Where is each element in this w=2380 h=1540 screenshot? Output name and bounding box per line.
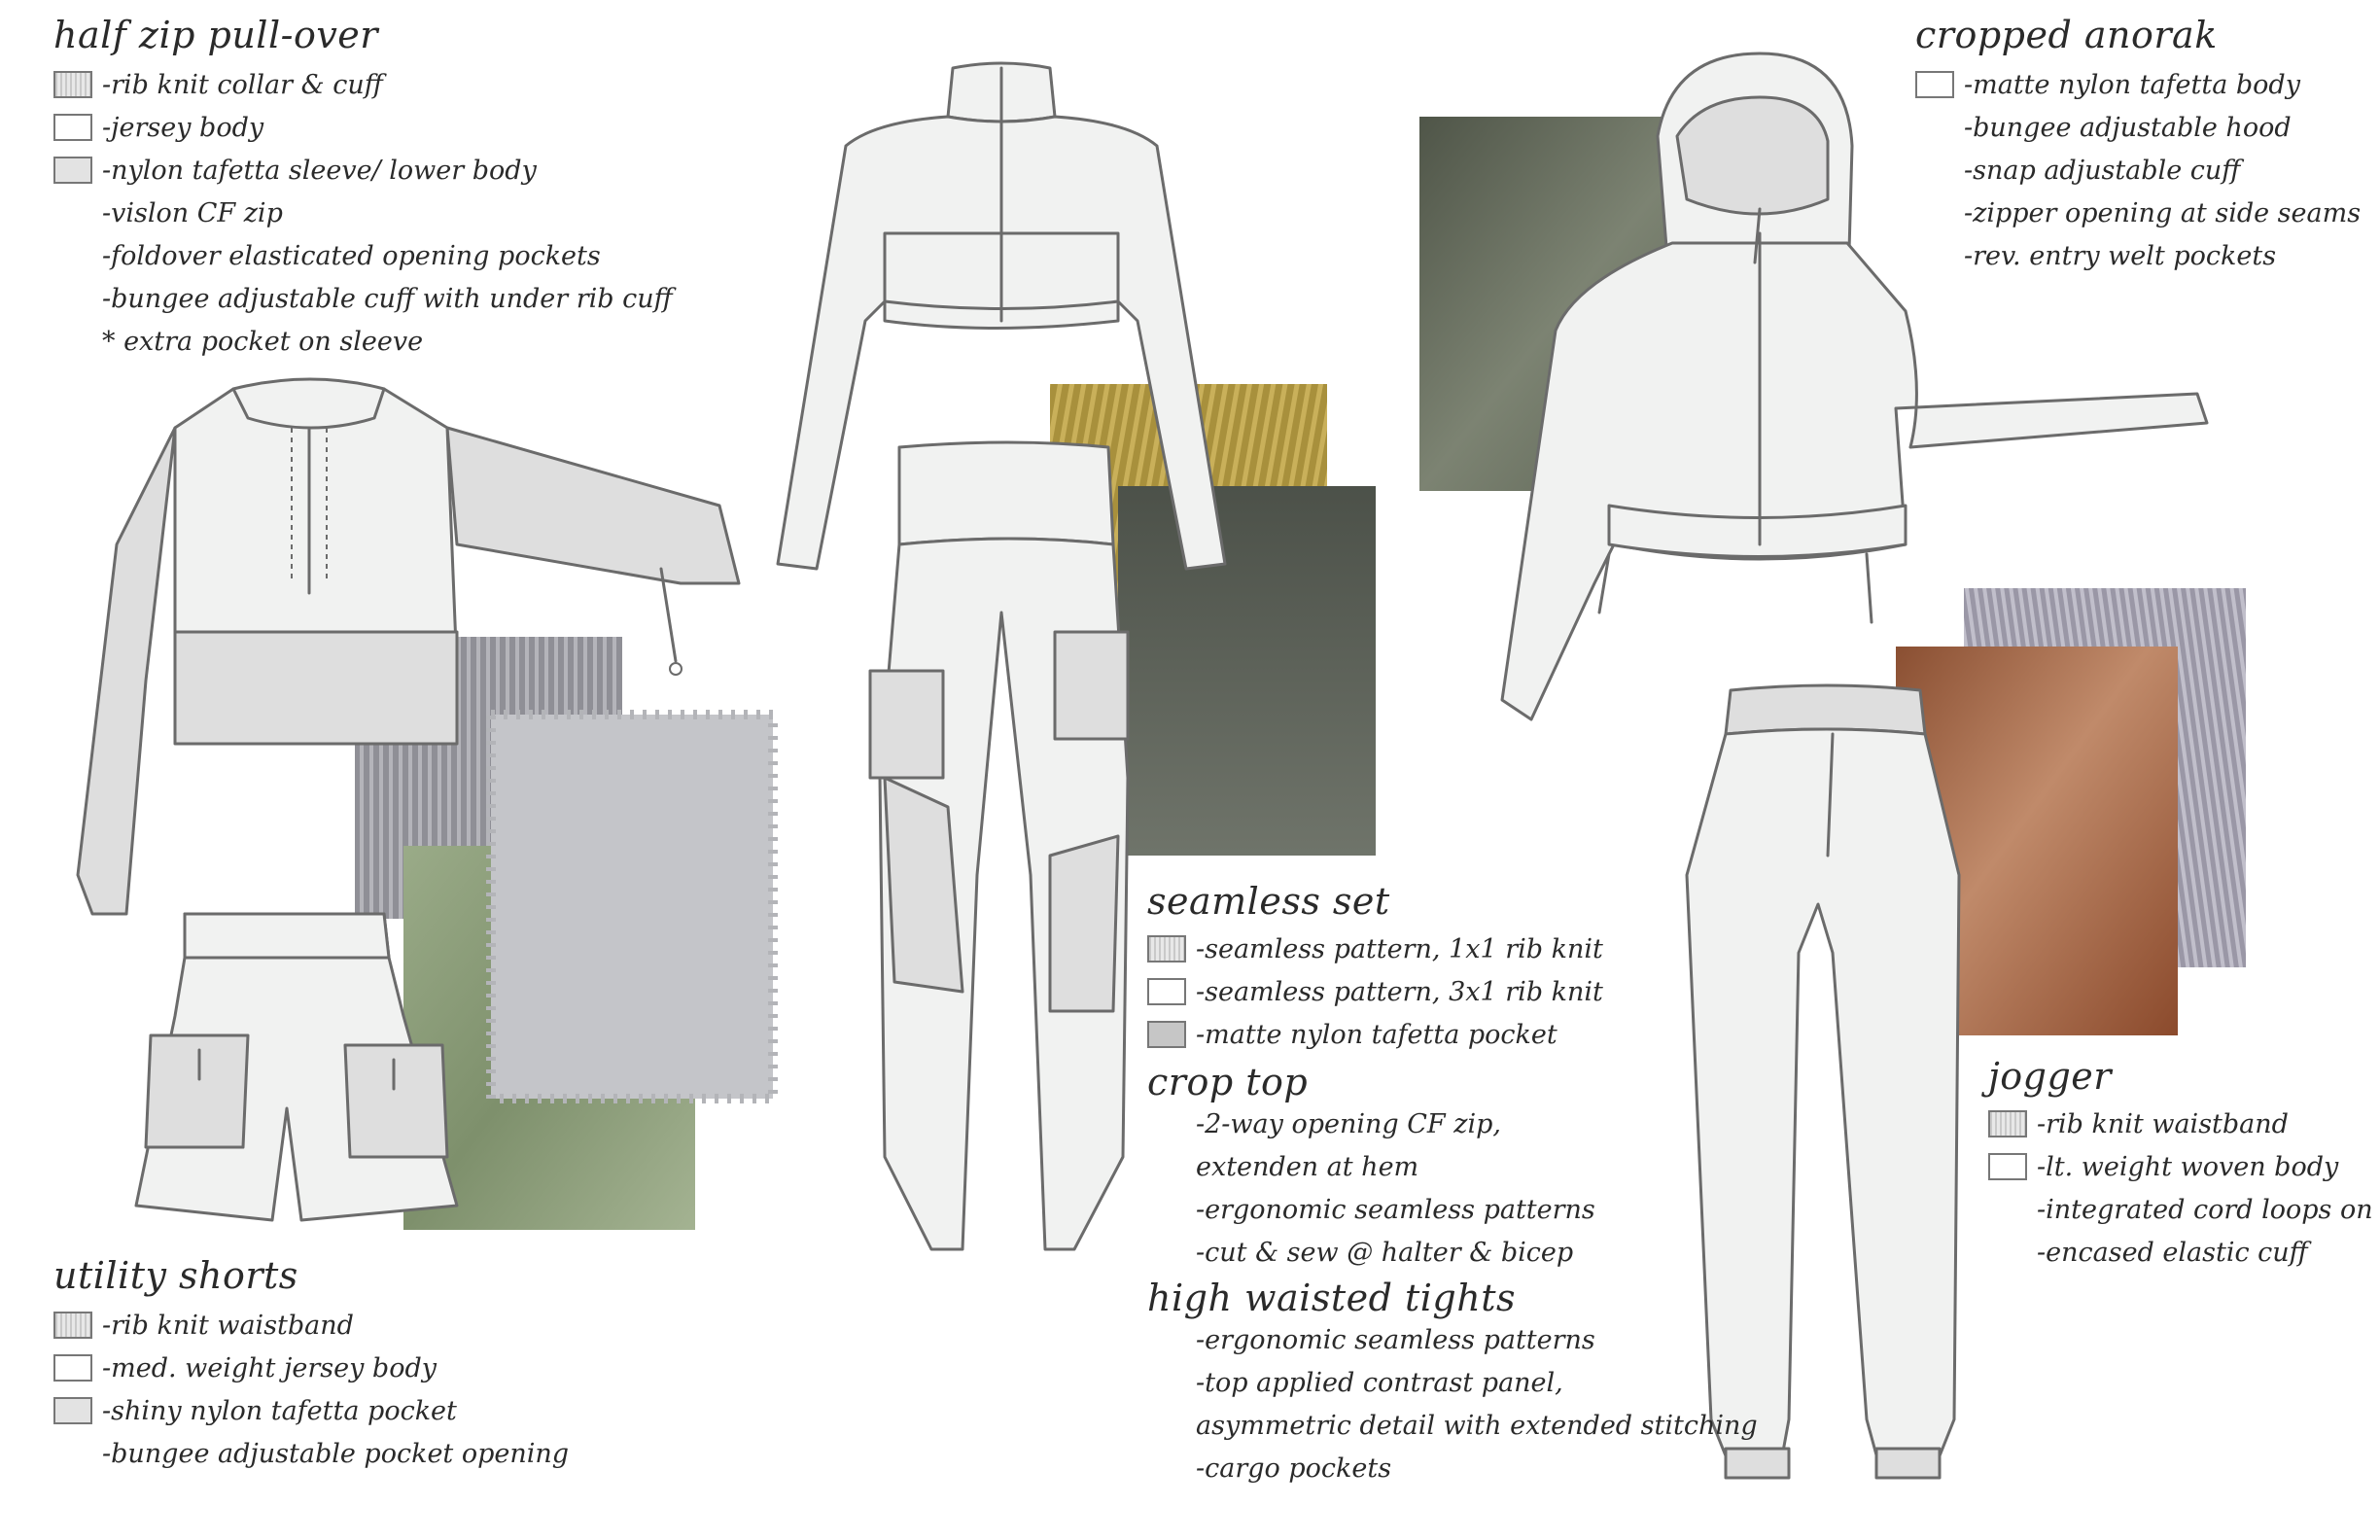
half-zip-pullover-sketch xyxy=(76,377,741,916)
anorak-spec-item: -snap adjustable cuff xyxy=(1964,156,2241,186)
anorak-spec-item: -bungee adjustable hood xyxy=(1964,113,2292,143)
white-swatch-icon xyxy=(53,114,92,141)
white-swatch-icon xyxy=(53,1354,92,1382)
utility-shorts-spec-block: utility shorts -rib knit waistband -med.… xyxy=(53,1254,569,1476)
crop-top-title: crop top xyxy=(1147,1061,1309,1103)
gray-swatch-icon xyxy=(1147,1021,1186,1048)
tights-spec-item: -top applied contrast panel, xyxy=(1196,1368,1563,1398)
rib-knit-swatch-icon xyxy=(53,1312,92,1339)
utility-shorts-spec-item: -shiny nylon tafetta pocket xyxy=(53,1390,569,1433)
utility-shorts-sketch xyxy=(134,912,459,1222)
white-swatch-icon xyxy=(1988,1153,2027,1180)
light-gray-swatch-icon xyxy=(53,157,92,184)
seamless-set-title: seamless set xyxy=(1147,880,1390,923)
seamless-set-spec-item: -matte nylon tafetta pocket xyxy=(1147,1014,1758,1057)
seamless-set-spec-item: -seamless pattern, 1x1 rib knit xyxy=(1147,928,1758,971)
cropped-anorak-sketch xyxy=(1500,52,2209,721)
utility-shorts-title: utility shorts xyxy=(53,1254,298,1297)
jogger-spec-item: -lt. weight woven body xyxy=(1988,1146,2380,1189)
high-waisted-tights-sketch xyxy=(868,440,1130,1251)
utility-shorts-spec-item: -rib knit waistband xyxy=(53,1305,569,1348)
utility-shorts-spec-item: -bungee adjustable pocket opening xyxy=(102,1439,570,1469)
crop-top-spec-item: extenden at hem xyxy=(1196,1152,1419,1182)
tights-spec-item: -ergonomic seamless patterns xyxy=(1196,1325,1595,1355)
half-zip-spec-block: half zip pull-over -rib knit collar & cu… xyxy=(53,14,673,364)
cropped-anorak-spec-block: cropped anorak -matte nylon tafetta body… xyxy=(1915,14,2361,278)
anorak-spec-item: -rev. entry welt pockets xyxy=(1964,241,2277,271)
rib-knit-swatch-icon xyxy=(1988,1110,2027,1138)
half-zip-spec-item: -vislon CF zip xyxy=(102,198,283,228)
high-waisted-tights-title: high waisted tights xyxy=(1147,1277,1516,1319)
anorak-spec-item: -matte nylon tafetta body xyxy=(1915,64,2361,107)
white-swatch-icon xyxy=(1915,71,1954,98)
jogger-spec-item: -encased elastic cuff xyxy=(2037,1238,2308,1268)
tights-spec-item: asymmetric detail with extended stitchin… xyxy=(1196,1411,1758,1441)
half-zip-spec-item: -nylon tafetta sleeve/ lower body xyxy=(53,150,673,192)
seamless-set-spec-block: seamless set -seamless pattern, 1x1 rib … xyxy=(1147,880,1758,1490)
jogger-spec-item: -rib knit waistband xyxy=(1988,1103,2380,1146)
rib-knit-swatch-icon xyxy=(53,71,92,98)
jogger-sketch xyxy=(1685,683,1961,1480)
light-gray-swatch-icon xyxy=(53,1397,92,1424)
crop-top-spec-item: -cut & sew @ halter & bicep xyxy=(1196,1238,1574,1268)
utility-shorts-spec-item: -med. weight jersey body xyxy=(53,1348,569,1390)
half-zip-spec-item: -jersey body xyxy=(53,107,673,150)
rib-knit-swatch-icon xyxy=(1147,935,1186,962)
white-swatch-icon xyxy=(1147,978,1186,1005)
heather-gray-jersey-swatch xyxy=(486,710,778,1103)
anorak-spec-item: -zipper opening at side seams xyxy=(1964,198,2362,228)
seamless-set-spec-item: -seamless pattern, 3x1 rib knit xyxy=(1147,971,1758,1014)
charcoal-olive-nylon-swatch xyxy=(1118,486,1376,856)
half-zip-title: half zip pull-over xyxy=(53,14,378,56)
cropped-anorak-title: cropped anorak xyxy=(1915,14,2218,56)
jogger-title: jogger xyxy=(1988,1055,2112,1098)
crop-top-spec-item: -2-way opening CF zip, xyxy=(1196,1109,1501,1139)
half-zip-spec-item: * extra pocket on sleeve xyxy=(102,327,424,357)
tights-spec-item: -cargo pockets xyxy=(1196,1453,1392,1484)
crop-top-sketch xyxy=(776,61,1227,571)
half-zip-spec-item: -bungee adjustable cuff with under rib c… xyxy=(102,284,673,314)
jogger-spec-block: jogger -rib knit waistband -lt. weight w… xyxy=(1988,1055,2380,1275)
crop-top-spec-item: -ergonomic seamless patterns xyxy=(1196,1195,1595,1225)
jogger-spec-item: -integrated cord loops on waist xyxy=(2037,1195,2380,1225)
half-zip-spec-item: -rib knit collar & cuff xyxy=(53,64,673,107)
half-zip-spec-item: -foldover elasticated opening pockets xyxy=(102,241,601,271)
